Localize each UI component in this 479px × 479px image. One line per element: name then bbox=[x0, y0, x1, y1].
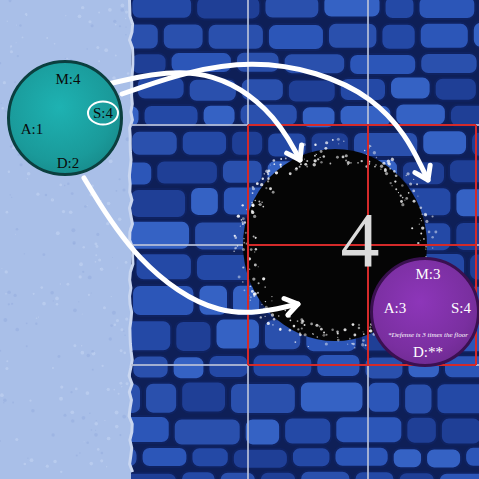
enemy-token: M:3A:3 S:4 *Defense is 3 times the floorD:… bbox=[370, 257, 479, 367]
floor-number: 4 bbox=[341, 201, 380, 279]
rule-note: *Defense is 3 times the floor bbox=[388, 332, 468, 339]
stat-value: M:4 bbox=[55, 72, 80, 87]
move-arrows bbox=[84, 64, 430, 315]
stat-value: A:1 bbox=[21, 122, 44, 137]
stat-value: S:4 bbox=[451, 301, 471, 316]
hero-token: M:4A:1 S:4D:2 bbox=[7, 60, 123, 176]
stat-value: D:** bbox=[413, 345, 443, 360]
stat-value: S:4 bbox=[87, 101, 119, 126]
stat-value: D:2 bbox=[57, 156, 80, 171]
stat-value: M:3 bbox=[415, 267, 440, 282]
stat-value: A:3 bbox=[384, 301, 407, 316]
